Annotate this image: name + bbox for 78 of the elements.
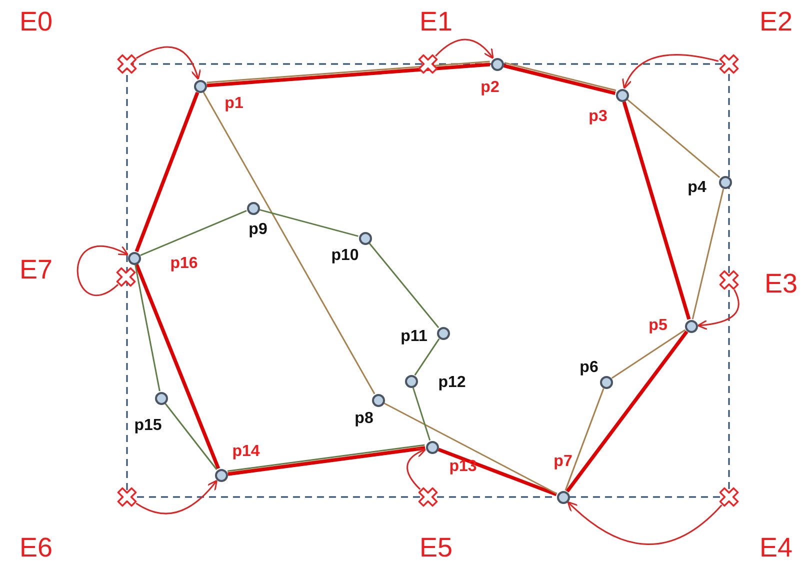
point-label: p4: [688, 180, 706, 196]
curved-arrow: [567, 501, 722, 546]
point-label: p10: [331, 248, 359, 264]
point-label: p16: [170, 256, 198, 272]
point-marker: [194, 80, 206, 92]
cross-marker: [717, 485, 741, 509]
extreme-label: E2: [759, 8, 793, 36]
polygon-edge: [227, 444, 425, 472]
point-label: p2: [480, 80, 500, 96]
extreme-label: E3: [764, 270, 798, 298]
curved-arrow: [136, 480, 218, 514]
polygon-edge: [566, 330, 688, 492]
cross-marker: [114, 265, 138, 289]
point-marker: [128, 252, 140, 264]
cross-marker: [717, 52, 741, 76]
extreme-label: E0: [19, 8, 53, 36]
point-marker: [718, 176, 732, 188]
cross-marker: [115, 485, 139, 509]
point-label: p13: [449, 459, 477, 475]
point-label: p7: [554, 454, 572, 470]
point-label: p11: [400, 329, 428, 345]
point-label: p5: [648, 318, 668, 334]
point-marker: [214, 468, 228, 482]
polygon-edge: [384, 402, 558, 494]
point-label: p12: [438, 375, 466, 391]
point-marker: [436, 326, 450, 340]
cross-marker: [416, 52, 440, 76]
polygon-edge: [412, 387, 431, 441]
polygon-edge: [206, 60, 490, 84]
polygon-edge: [564, 388, 604, 491]
extreme-label: E7: [19, 256, 53, 284]
point-label: p6: [580, 360, 598, 376]
polygon-edge: [368, 242, 440, 328]
point-marker: [372, 394, 384, 406]
point-label: p3: [588, 109, 608, 125]
point-label: p15: [134, 418, 162, 434]
point-marker: [246, 202, 260, 214]
point-marker: [358, 232, 372, 244]
cross-marker: [115, 52, 139, 76]
polygon-edge: [611, 329, 686, 379]
point-marker: [616, 88, 628, 102]
point-label: p14: [232, 444, 260, 460]
polygon-edge: [626, 98, 720, 178]
point-label: p8: [354, 411, 374, 427]
curved-arrow: [76, 246, 129, 296]
point-label: p9: [248, 222, 268, 238]
extreme-label: E1: [419, 8, 453, 36]
polygon-edge: [206, 62, 490, 88]
extreme-label: E4: [759, 534, 793, 562]
cross-marker: [717, 268, 741, 292]
extreme-label: E6: [19, 534, 53, 562]
extreme-label: E5: [419, 534, 453, 562]
point-marker: [684, 320, 698, 332]
point-label: p1: [224, 96, 244, 112]
polygon-edge: [438, 448, 558, 496]
curved-arrow: [136, 46, 201, 80]
cross-marker: [416, 485, 440, 509]
point-marker: [556, 490, 570, 504]
point-marker: [600, 376, 612, 388]
polygon-edge: [140, 210, 247, 256]
point-marker: [490, 58, 504, 70]
polygon-edge: [260, 209, 358, 237]
polygon-edge: [228, 446, 426, 476]
polygon-edge: [134, 264, 220, 470]
polygon-edge: [622, 101, 691, 320]
point-marker: [154, 392, 168, 404]
curved-arrow: [435, 38, 494, 59]
point-marker: [426, 440, 438, 454]
polygon-edge: [164, 403, 218, 470]
polygon-edge: [134, 92, 200, 252]
polygon-edge: [202, 92, 376, 394]
curved-arrow: [406, 448, 426, 490]
polygon-edge: [414, 338, 440, 376]
polygon-edge: [692, 188, 724, 320]
point-marker: [404, 374, 418, 388]
curved-arrow: [697, 289, 740, 330]
curved-arrow: [622, 54, 719, 90]
polygon-edge: [134, 264, 160, 392]
